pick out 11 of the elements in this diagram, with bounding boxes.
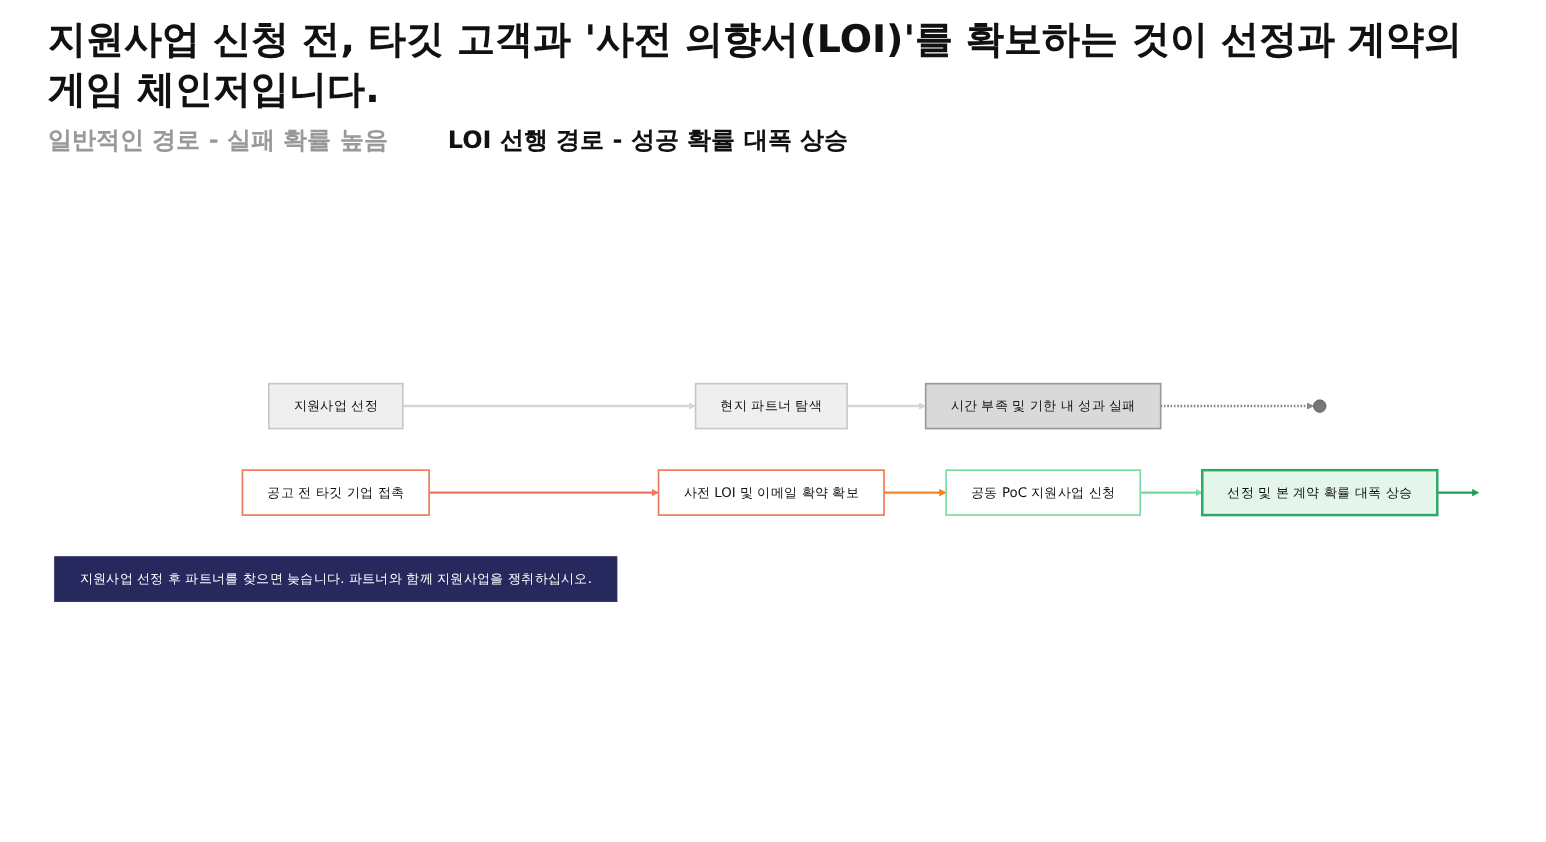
arrow [1160,403,1314,411]
arrow [429,489,659,498]
arrow [884,489,947,498]
arrow [1437,489,1480,498]
node-circle [1313,400,1327,414]
arrow [847,403,926,411]
arrow [402,403,696,411]
arrow [1140,489,1203,498]
title: 지원사업 신청 전, 타깃 고객과 '사전 의향서(LOI)'를 확보하는 것이 선정과 계약의 게임 체인저입니다. [48,16,1465,115]
row-heading: 일반적인 경로 - 실패 확률 높음 [48,124,388,159]
row-heading: LOI 선행 경로 - 성공 확률 대폭 상승 [447,124,848,159]
